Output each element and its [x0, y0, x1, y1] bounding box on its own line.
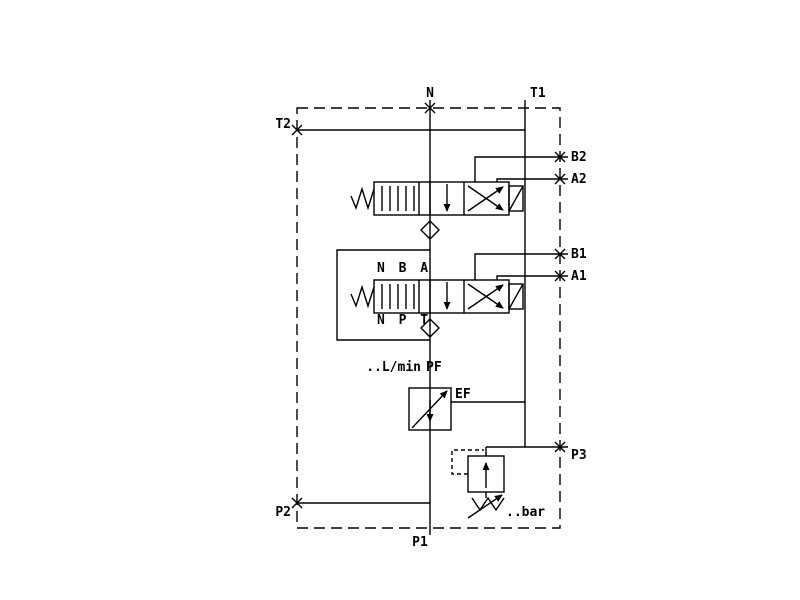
port-cross-p3	[554, 441, 566, 453]
port-label-a2: A2	[571, 172, 587, 187]
directional-valve-2	[351, 280, 523, 313]
port-label-ef: EF	[455, 387, 471, 402]
valve2-bottom-port-row: N P T	[377, 313, 431, 328]
flow-rate-label: ..L/min	[366, 360, 421, 375]
port-cross-b1	[554, 248, 566, 260]
directional-valve-1	[351, 182, 523, 215]
valve-block-boundary	[296, 107, 561, 529]
relief-spring	[471, 496, 505, 512]
port-label-p1: P1	[412, 535, 428, 550]
relief-pilot-line	[451, 449, 484, 475]
pipe-b1	[474, 253, 568, 280]
relief-adjustment-arrow	[467, 494, 503, 519]
port-cross-a2	[554, 173, 566, 185]
port-crosses	[291, 102, 566, 509]
relief-setting-label: ..bar	[506, 505, 545, 520]
port-label-a1: A1	[571, 269, 587, 284]
port-label-b2: B2	[571, 150, 587, 165]
port-label-t2: T2	[275, 117, 291, 132]
port-cross-a1	[554, 270, 566, 282]
check-valve-2	[420, 318, 440, 338]
port-label-p2: P2	[275, 505, 291, 520]
port-cross-t2	[291, 124, 303, 136]
valve2-top-port-row: N B A	[377, 261, 431, 276]
port-label-p3: P3	[571, 448, 587, 463]
connection-lines	[297, 100, 568, 535]
pipe-a2	[496, 178, 568, 182]
port-cross-b2	[554, 151, 566, 163]
pipe-b2	[474, 156, 568, 182]
relief-valve	[451, 447, 505, 519]
adjustment-arrow	[411, 390, 448, 429]
labels: N T1 T2 B2 A2 B1 A1 P3 P2 P1 N B A N P T…	[275, 86, 586, 550]
port-cross-n	[424, 102, 436, 114]
port-label-t1: T1	[530, 86, 546, 101]
pipe-carryover-loop	[336, 249, 430, 341]
flow-control-valve	[408, 387, 452, 431]
port-label-b1: B1	[571, 247, 587, 262]
port-cross-p2	[291, 497, 303, 509]
flow-control-body	[408, 387, 452, 431]
port-label-n: N	[426, 86, 434, 101]
pipe-a1	[496, 275, 568, 280]
check-valve-1	[420, 220, 440, 240]
port-label-pf: PF	[426, 360, 442, 375]
